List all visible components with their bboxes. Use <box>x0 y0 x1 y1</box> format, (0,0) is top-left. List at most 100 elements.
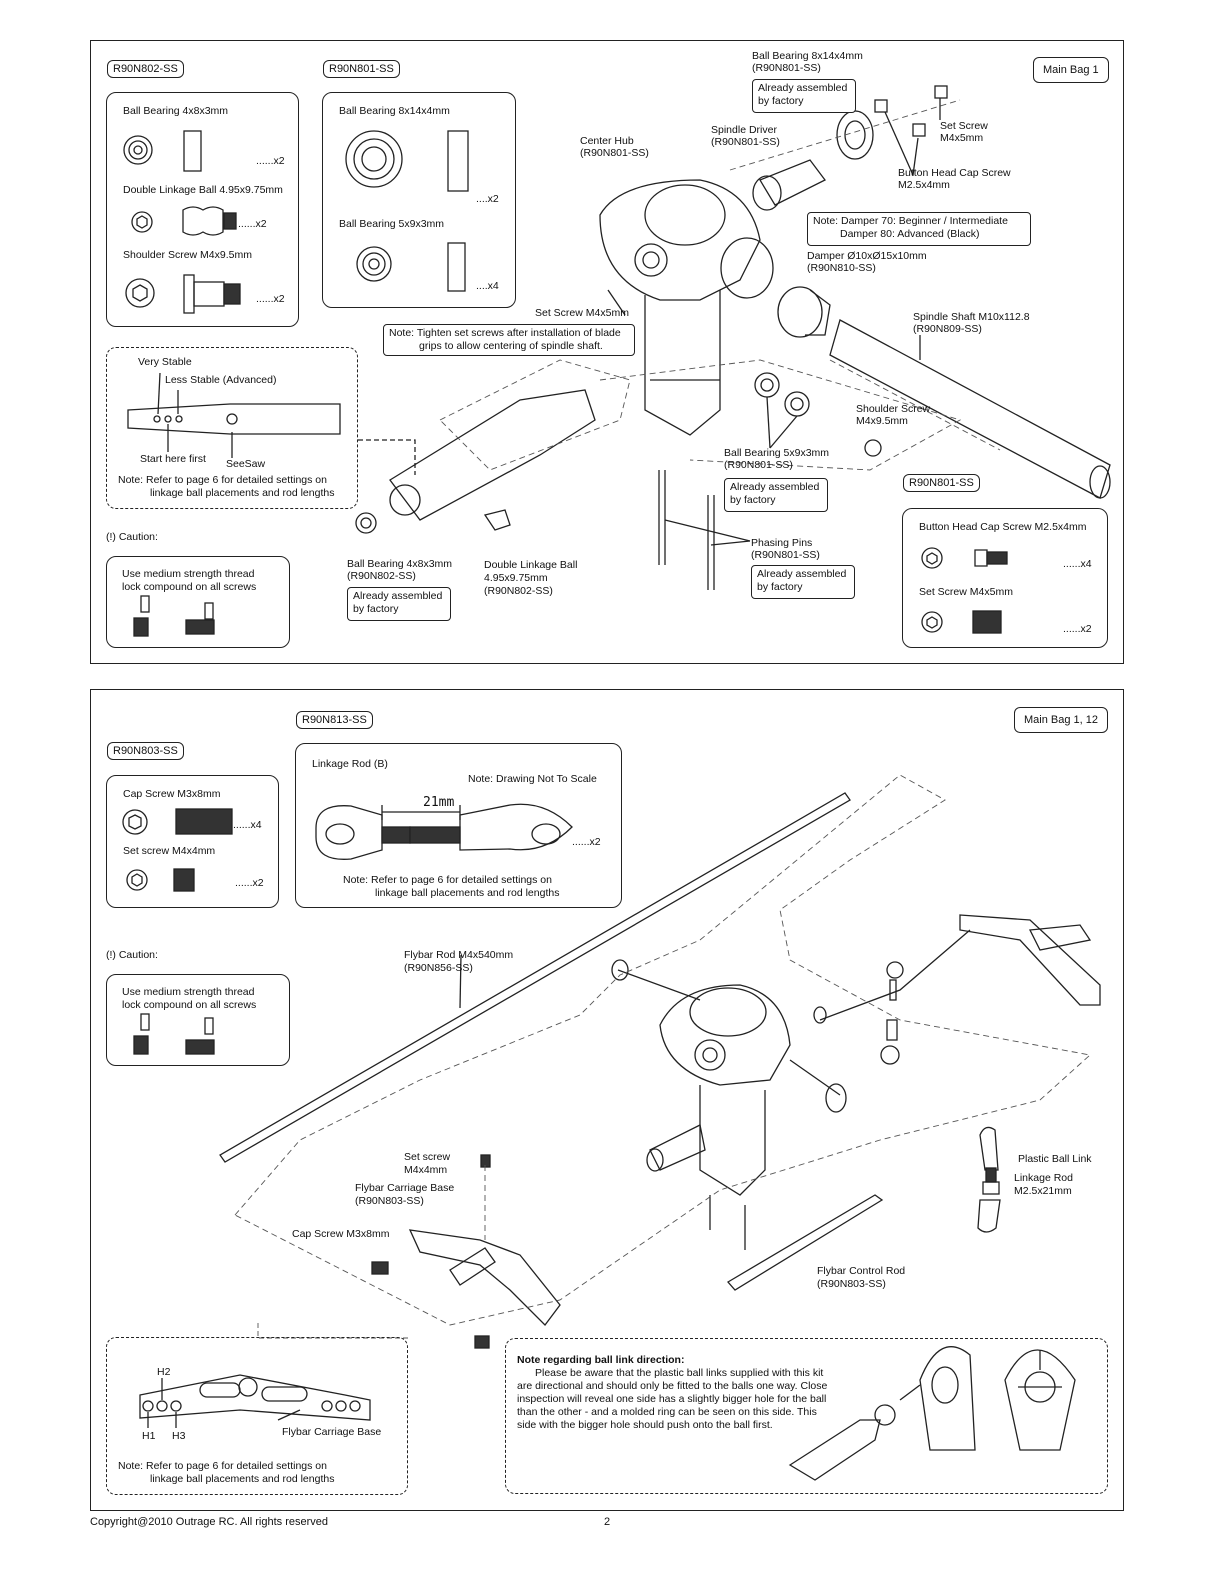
ball-link-direction-note-box <box>505 1338 1108 1494</box>
label-damper-part: (R90N810-SS) <box>807 262 876 274</box>
label-h2: H2 <box>157 1366 171 1378</box>
qty-label: ......x2 <box>235 877 264 889</box>
qty-label: ......x2 <box>256 293 285 305</box>
tag-r90n813-ss: R90N813-SS <box>296 711 373 729</box>
label-flybar-carriage-base: Flybar Carriage Base <box>355 1182 455 1194</box>
label-spindle-driver: Spindle Driver <box>711 124 777 136</box>
label-spindle-driver-part: (R90N801-SS) <box>711 136 780 148</box>
part-label-bearing-5x9x3: Ball Bearing 5x9x3mm <box>339 218 445 230</box>
ball-note-line4: than the other - and a molded ring can b… <box>517 1406 817 1418</box>
qty-label: ......x2 <box>1063 623 1092 635</box>
panel-main-bag-1 <box>90 40 1124 664</box>
note-damper: Note: Damper 70: Beginner / Intermediate… <box>807 212 1031 246</box>
label-button-head-cap-screw: Button Head Cap Screw <box>898 167 1011 179</box>
note-text: Already assembled <box>757 568 847 580</box>
part-label-bearing-4x8x3: Ball Bearing 4x8x3mm <box>123 105 229 117</box>
part-label-cap-screw: Cap Screw M3x8mm <box>123 788 221 800</box>
caution-box <box>106 556 290 648</box>
qty-label: ......x4 <box>1063 558 1092 570</box>
parts-box-r90n813 <box>295 743 622 908</box>
label-set-screw: Set Screw <box>940 120 988 132</box>
caution-text-line2: lock compound on all screws <box>122 581 257 593</box>
note-text: Already assembled <box>730 481 820 493</box>
carriage-note-line1: Note: Refer to page 6 for detailed setti… <box>118 1460 327 1472</box>
part-label-set-screw: Set screw M4x4mm <box>123 845 216 857</box>
label-set-screw: Set screw <box>404 1151 451 1163</box>
label-set-screw-size: M4x5mm <box>940 132 984 144</box>
box813-note-line1: Note: Refer to page 6 for detailed setti… <box>343 874 552 886</box>
label-phasing-pins-part: (R90N801-SS) <box>751 549 820 561</box>
label-h3: H3 <box>172 1430 186 1442</box>
parts-box-r90n801 <box>322 92 516 308</box>
note-text: by factory <box>758 95 804 107</box>
label-spindle-shaft-part: (R90N809-SS) <box>913 323 982 335</box>
caution-text-line2: lock compound on all screws <box>122 999 257 1011</box>
part-label-shoulder-screw: Shoulder Screw M4x9.5mm <box>123 249 252 261</box>
panel-main-bag-1-12 <box>90 689 1124 1511</box>
label-h1: H1 <box>142 1430 156 1442</box>
label-seesaw: SeeSaw <box>226 458 266 470</box>
label-less-stable: Less Stable (Advanced) <box>165 374 277 386</box>
note-text: grips to allow centering of spindle shaf… <box>419 340 603 352</box>
note-text: Damper 80: Advanced (Black) <box>840 228 980 240</box>
label-cap-screw: Cap Screw M3x8mm <box>292 1228 390 1240</box>
label-flybar-rod: Flybar Rod M4x540mm <box>404 949 514 961</box>
caution-label: (!) Caution: <box>106 949 158 961</box>
qty-label: ......x2 <box>238 218 267 230</box>
label-bearing-4x8x3-part: (R90N802-SS) <box>347 570 416 582</box>
caution-text-line1: Use medium strength thread <box>122 568 255 580</box>
qty-label: ......x4 <box>233 819 262 831</box>
label-start-here: Start here first <box>140 453 206 465</box>
qty-label: ....x4 <box>476 280 499 292</box>
tag-r90n801-ss: R90N801-SS <box>323 60 400 78</box>
ball-note-line1: Please be aware that the plastic ball li… <box>535 1367 824 1379</box>
note-text: Note: Damper 70: Beginner / Intermediate <box>813 215 1008 227</box>
part-label-double-linkage-ball: Double Linkage Ball 4.95x9.75mm <box>123 184 283 196</box>
label-flybar-carriage-base-part: (R90N803-SS) <box>355 1195 424 1207</box>
label-shoulder-screw-size: M4x9.5mm <box>856 415 908 427</box>
box813-note-line2: linkage ball placements and rod lengths <box>375 887 560 899</box>
qty-label: ....x2 <box>476 193 499 205</box>
label-button-head-cap-screw-size: M2.5x4mm <box>898 179 950 191</box>
caution-text-line1: Use medium strength thread <box>122 986 255 998</box>
label-bearing-5x9x3-part: (R90N801-SS) <box>724 459 793 471</box>
dimension-21mm: 21mm <box>423 795 455 810</box>
label-very-stable: Very Stable <box>138 356 192 368</box>
note-text: Already assembled <box>758 82 848 94</box>
part-label-set-screw: Set Screw M4x5mm <box>919 586 1013 598</box>
seesaw-settings-box <box>106 347 358 509</box>
label-phasing-pins: Phasing Pins <box>751 537 813 549</box>
page-number: 2 <box>604 1516 611 1528</box>
tag-r90n803-ss: R90N803-SS <box>107 742 184 760</box>
note-text: by factory <box>757 581 803 593</box>
label-double-linkage-ball: Double Linkage Ball <box>484 559 578 571</box>
ball-note-line2: are directional and should only be fitte… <box>517 1380 828 1392</box>
label-set-screw-center: Set Screw M4x5mm <box>535 307 629 319</box>
label-bearing-4x8x3: Ball Bearing 4x8x3mm <box>347 558 453 570</box>
part-label-button-head-cap-screw: Button Head Cap Screw M2.5x4mm <box>919 521 1087 533</box>
label-bearing-8x14x4: Ball Bearing 8x14x4mm <box>752 50 863 62</box>
label-center-hub: Center Hub <box>580 135 634 147</box>
carriage-note-line2: linkage ball placements and rod lengths <box>150 1473 335 1485</box>
label-flybar-rod-part: (R90N856-SS) <box>404 962 473 974</box>
tag-main-bag: Main Bag 1 <box>1033 57 1109 83</box>
qty-label: ......x2 <box>256 155 285 167</box>
label-plastic-ball-link: Plastic Ball Link <box>1018 1153 1092 1165</box>
note-text: by factory <box>353 603 399 615</box>
ball-note-line3: inspection will reveal one side has a sl… <box>517 1393 827 1405</box>
note-text: Note: Tighten set screws after installat… <box>389 327 621 339</box>
seesaw-note-line2: linkage ball placements and rod lengths <box>150 487 335 499</box>
label-double-linkage-ball-size: 4.95x9.75mm <box>484 572 548 584</box>
ball-note-title: Note regarding ball link direction: <box>517 1354 685 1366</box>
label-bearing-5x9x3: Ball Bearing 5x9x3mm <box>724 447 830 459</box>
note-not-to-scale: Note: Drawing Not To Scale <box>468 773 597 785</box>
label-double-linkage-ball-part: (R90N802-SS) <box>484 585 553 597</box>
caution-label: (!) Caution: <box>106 531 158 543</box>
part-label-bearing-8x14x4: Ball Bearing 8x14x4mm <box>339 105 450 117</box>
ball-note-line5: side with the bigger hole should push on… <box>517 1419 773 1431</box>
parts-box-r90n802 <box>106 92 299 327</box>
